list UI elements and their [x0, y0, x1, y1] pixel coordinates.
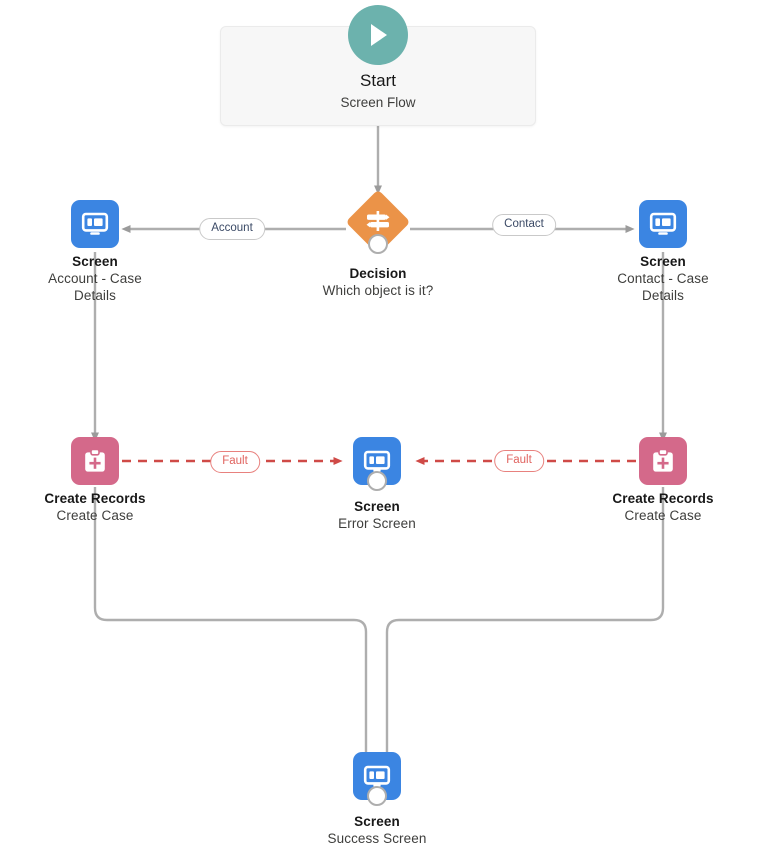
start-subtitle: Screen Flow: [340, 95, 416, 110]
node-screen-success[interactable]: Screen Success Screen: [277, 752, 477, 847]
node-create-records-right[interactable]: Create Records Create Case: [563, 437, 763, 524]
node-decision[interactable]: Decision Which object is it?: [278, 189, 478, 299]
play-icon: [348, 5, 408, 65]
create-records-clipboard-plus-icon[interactable]: [71, 437, 119, 485]
screen-account-sublabel: Account - Case Details: [48, 271, 142, 303]
screen-success-sublabel: Success Screen: [327, 831, 427, 846]
create-records-left-sublabel: Create Case: [56, 508, 134, 523]
screen-monitor-icon[interactable]: [71, 200, 119, 248]
create-records-right-sublabel: Create Case: [624, 508, 702, 523]
screen-monitor-icon[interactable]: [353, 752, 401, 806]
connector-label-account[interactable]: Account: [199, 218, 265, 240]
decision-label: Decision: [349, 266, 407, 281]
node-create-records-left[interactable]: Create Records Create Case: [0, 437, 195, 524]
decision-signpost-icon: [346, 190, 410, 254]
screen-monitor-icon[interactable]: [639, 200, 687, 248]
decision-sublabel: Which object is it?: [322, 283, 434, 298]
screen-monitor-icon[interactable]: [353, 437, 401, 491]
screen-account-label: Screen: [72, 254, 118, 269]
screen-error-sublabel: Error Screen: [338, 516, 416, 531]
node-screen-contact[interactable]: Screen Contact - Case Details: [563, 200, 763, 304]
decision-connector-nub[interactable]: [368, 234, 388, 254]
decision-diamond[interactable]: [345, 189, 411, 255]
node-screen-error[interactable]: Screen Error Screen: [277, 437, 477, 532]
create-records-left-label: Create Records: [44, 491, 146, 506]
start-element[interactable]: Start Screen Flow: [220, 5, 536, 126]
screen-contact-label: Screen: [640, 254, 686, 269]
start-text: Start Screen Flow: [220, 69, 536, 113]
screen-contact-sublabel: Contact - Case Details: [617, 271, 709, 303]
error-screen-connector-nub[interactable]: [367, 471, 387, 491]
connector-label-fault-left[interactable]: Fault: [210, 451, 260, 473]
connector-label-contact[interactable]: Contact: [492, 214, 556, 236]
connector-label-fault-right[interactable]: Fault: [494, 450, 544, 472]
create-records-clipboard-plus-icon[interactable]: [639, 437, 687, 485]
create-records-right-label: Create Records: [612, 491, 714, 506]
screen-error-label: Screen: [354, 499, 400, 514]
success-screen-connector-nub[interactable]: [367, 786, 387, 806]
node-screen-account[interactable]: Screen Account - Case Details: [0, 200, 195, 304]
start-title: Start: [360, 71, 396, 90]
screen-success-label: Screen: [354, 814, 400, 829]
